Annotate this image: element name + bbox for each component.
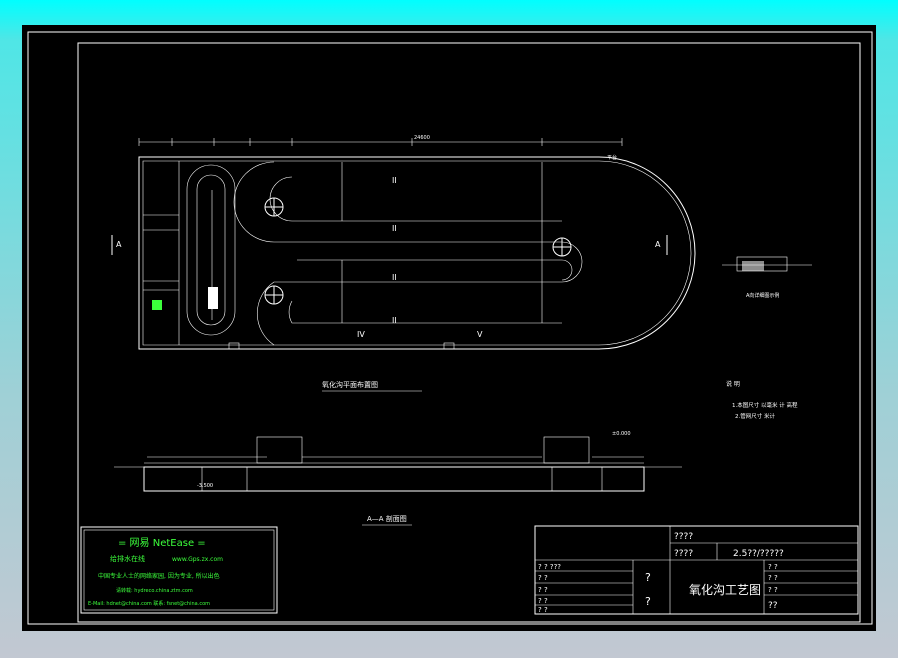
logo-line-2: 请转载: hydreco.china.ztm.com bbox=[116, 587, 193, 594]
plan-view: 24600 II II II II IV V A bbox=[111, 135, 696, 392]
cad-drawing-sheet[interactable]: 24600 II II II II IV V A bbox=[22, 25, 876, 631]
section-mark-right: A bbox=[655, 240, 661, 249]
drawing-name: 氧化沟工艺图 bbox=[689, 583, 761, 597]
title-block: ???? ???? 2.5??/????? ? ? ??? ? ? ? ? ? … bbox=[534, 525, 859, 615]
platform-label: 平台 bbox=[607, 154, 617, 161]
channel-label-6: V bbox=[477, 330, 483, 339]
channel-label-1: II bbox=[392, 176, 397, 185]
plan-caption: 氧化沟平面布置图 bbox=[322, 380, 378, 389]
logo-subtitle: 给排水在线 bbox=[110, 554, 145, 563]
section-view: ±0.000 -3.500 A—A 剖面图 bbox=[114, 431, 682, 526]
section-elevation-bottom: -3.500 bbox=[197, 483, 213, 489]
title-right-row-2: ? ? bbox=[768, 574, 778, 582]
outer-border bbox=[27, 31, 873, 625]
logo-title: = 网易 NetEase = bbox=[118, 537, 206, 549]
section-mark-left: A bbox=[116, 240, 122, 249]
title-field-1: ???? bbox=[674, 532, 693, 542]
notes: 说 明 1.本图尺寸 以毫米 计 高程 2.管网尺寸 米计 bbox=[726, 380, 798, 420]
detail-caption: A向详细图示例 bbox=[746, 292, 779, 299]
notes-line-1: 1.本图尺寸 以毫米 计 高程 bbox=[732, 401, 798, 409]
drawing-number: ?? bbox=[768, 601, 778, 611]
notes-line-2: 2.管网尺寸 米计 bbox=[735, 412, 775, 420]
logo-site[interactable]: www.Gps.zx.com bbox=[172, 556, 223, 563]
title-left-row-2: ? ? bbox=[538, 586, 548, 594]
channel-label-5: IV bbox=[357, 330, 365, 339]
logo-line-1: 中国专业人士的网络家园, 因为专业, 所以出色 bbox=[98, 572, 220, 580]
title-field-2: ???? bbox=[674, 549, 693, 559]
title-mid-top: ? bbox=[645, 571, 651, 584]
netease-logo-box[interactable]: = 网易 NetEase = 给排水在线 www.Gps.zx.com 中国专业… bbox=[80, 526, 278, 614]
title-left-header: ? ? ??? bbox=[538, 563, 561, 571]
plan-total-dimension: 24600 bbox=[414, 135, 430, 141]
section-elevation-top: ±0.000 bbox=[612, 431, 631, 437]
title-mid-bottom: ? bbox=[645, 595, 651, 608]
pump-symbol bbox=[152, 300, 162, 310]
title-right-row-1: ? ? bbox=[768, 563, 778, 571]
title-right-row-3: ? ? bbox=[768, 586, 778, 594]
inner-border bbox=[77, 42, 861, 623]
channel-label-4: II bbox=[392, 316, 397, 325]
channel-label-2: II bbox=[392, 224, 397, 233]
channel-label-3: II bbox=[392, 273, 397, 282]
logo-line-3: E-Mail: hdnet@china.com 联系: fsnet@china.… bbox=[88, 600, 210, 607]
title-left-row-1: ? ? bbox=[538, 574, 548, 582]
section-caption: A—A 剖面图 bbox=[367, 514, 407, 523]
notes-title: 说 明 bbox=[726, 380, 740, 388]
title-left-row-4: ? ? bbox=[538, 606, 548, 614]
detail-a: A向详细图示例 bbox=[722, 256, 812, 299]
title-left-row-3: ? ? bbox=[538, 597, 548, 605]
title-scale: 2.5??/????? bbox=[733, 549, 784, 559]
